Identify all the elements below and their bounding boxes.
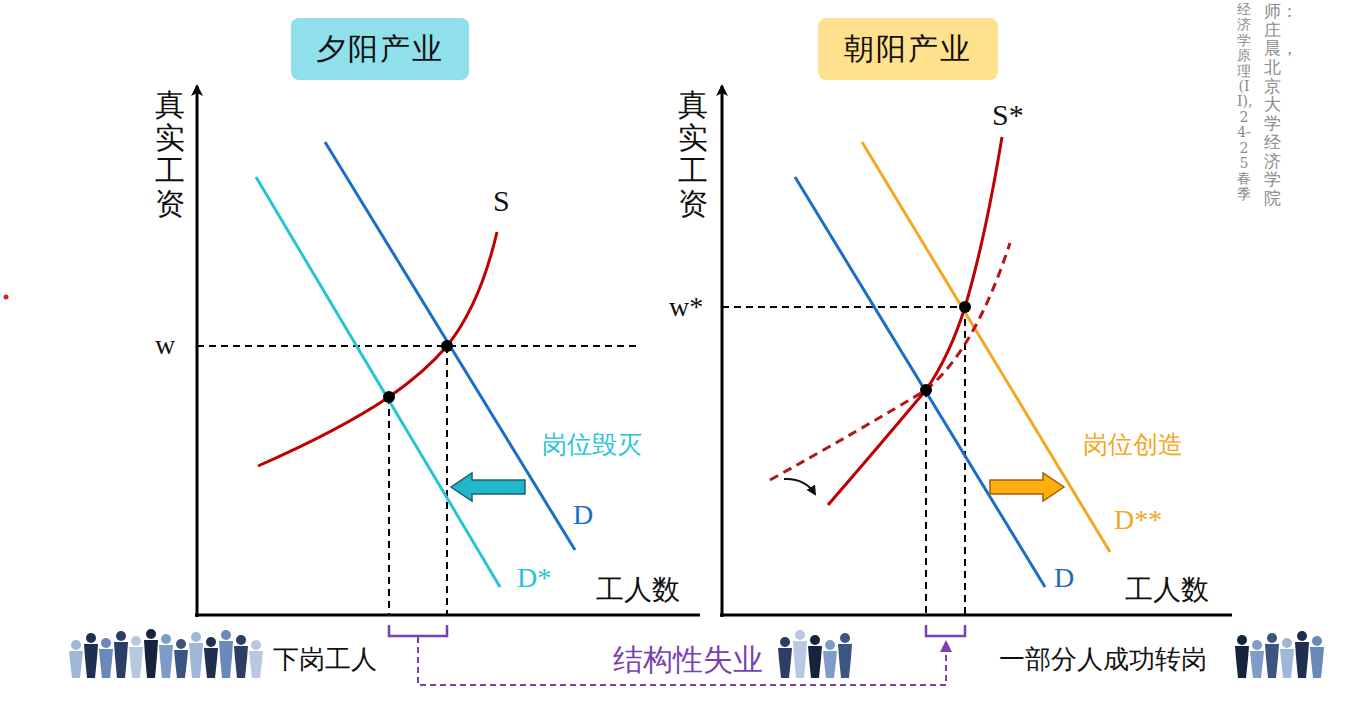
quantity-dashed-line bbox=[964, 307, 966, 615]
concept-label: 结构性失业 bbox=[609, 643, 767, 678]
person-body bbox=[1310, 647, 1324, 678]
person-body bbox=[204, 648, 218, 678]
person-body bbox=[838, 644, 852, 678]
demand-curve-shifted bbox=[862, 142, 1110, 552]
people-group bbox=[69, 629, 1324, 678]
person-body bbox=[778, 648, 792, 678]
person-head bbox=[840, 633, 850, 643]
person-body bbox=[69, 651, 83, 678]
person-head bbox=[101, 638, 111, 648]
person-body bbox=[249, 651, 263, 678]
supply-curve bbox=[828, 137, 1002, 505]
axis-label: 真实工资 bbox=[678, 88, 708, 220]
group-label: 一部分人成功转岗 bbox=[999, 645, 1207, 675]
quantity-dashed-line bbox=[388, 397, 390, 615]
red-dot bbox=[4, 295, 9, 300]
shift-arrow bbox=[451, 473, 525, 501]
person-head bbox=[131, 636, 141, 646]
equilibrium-dot bbox=[920, 384, 932, 396]
group-label: 下岗工人 bbox=[273, 645, 377, 675]
y-axis bbox=[721, 86, 724, 617]
person-head bbox=[1252, 640, 1262, 650]
person-body bbox=[174, 650, 188, 678]
quantity-dashed-line bbox=[925, 390, 927, 615]
bracket bbox=[926, 625, 965, 636]
person-body bbox=[144, 640, 158, 678]
person-head bbox=[146, 629, 156, 639]
person-body bbox=[99, 649, 113, 678]
person-body bbox=[823, 651, 837, 678]
shift-arrow-small bbox=[784, 479, 815, 494]
person-body bbox=[793, 641, 807, 678]
person-body bbox=[1295, 642, 1309, 678]
curve-label: D** bbox=[1114, 504, 1162, 536]
curve-label: D bbox=[573, 499, 593, 531]
title-text: 朝阳产业 bbox=[844, 29, 972, 70]
quantity-dashed-line bbox=[446, 346, 448, 615]
person-head bbox=[191, 632, 201, 642]
supply-curve bbox=[258, 232, 497, 466]
person-head bbox=[116, 631, 126, 641]
shift-label: 岗位创造 bbox=[1083, 431, 1183, 460]
person-body bbox=[84, 644, 98, 678]
shift-arrow bbox=[990, 473, 1064, 501]
bracket bbox=[389, 625, 447, 636]
person-body bbox=[1250, 651, 1264, 678]
person-head bbox=[780, 637, 790, 647]
person-head bbox=[1297, 631, 1307, 641]
title-box: 夕阳产业 bbox=[291, 18, 469, 80]
person-body bbox=[189, 643, 203, 678]
person-body bbox=[159, 645, 173, 678]
curve-label: S* bbox=[992, 98, 1024, 133]
person-body bbox=[1235, 646, 1249, 678]
equilibrium-dot bbox=[959, 301, 971, 313]
axis-label: 工人数 bbox=[1125, 574, 1209, 606]
person-head bbox=[71, 640, 81, 650]
watermark: 经济学原理 (II), 24-25春季 bbox=[1237, 2, 1251, 202]
person-body bbox=[234, 646, 248, 678]
person-head bbox=[161, 634, 171, 644]
wage-label: w bbox=[155, 329, 175, 361]
wage-label: w* bbox=[669, 291, 703, 323]
curve-label: D* bbox=[517, 562, 551, 594]
watermark: 师：庄晨，北京大学经济学院 bbox=[1264, 2, 1281, 208]
shift-label: 岗位毁灭 bbox=[542, 431, 642, 460]
person-body bbox=[114, 642, 128, 678]
wage-dashed-line bbox=[197, 345, 640, 347]
person-head bbox=[1267, 633, 1277, 643]
person-body bbox=[219, 641, 233, 678]
y-axis bbox=[196, 86, 199, 617]
equilibrium-dot bbox=[441, 340, 453, 352]
person-head bbox=[795, 630, 805, 640]
axis-label: 真实工资 bbox=[155, 88, 185, 220]
title-box: 朝阳产业 bbox=[818, 18, 998, 80]
person-head bbox=[206, 637, 216, 647]
person-head bbox=[176, 639, 186, 649]
curve-label: D bbox=[1054, 562, 1074, 594]
person-head bbox=[251, 640, 261, 650]
equilibrium-dot bbox=[383, 391, 395, 403]
title-text: 夕阳产业 bbox=[316, 29, 444, 70]
curve-label: S bbox=[493, 184, 510, 219]
x-axis bbox=[720, 614, 1232, 617]
person-head bbox=[86, 633, 96, 643]
person-body bbox=[1280, 649, 1294, 678]
person-head bbox=[825, 640, 835, 650]
person-head bbox=[221, 630, 231, 640]
person-head bbox=[810, 635, 820, 645]
demand-curve bbox=[325, 142, 575, 550]
person-head bbox=[1312, 636, 1322, 646]
person-body bbox=[808, 646, 822, 678]
demand-curve-shifted bbox=[256, 177, 500, 587]
person-head bbox=[1282, 638, 1292, 648]
person-body bbox=[1265, 644, 1279, 678]
transfer-arrow bbox=[418, 637, 946, 685]
person-body bbox=[129, 647, 143, 678]
person-head bbox=[1237, 635, 1247, 645]
wage-dashed-line bbox=[722, 306, 965, 308]
axis-label: 工人数 bbox=[596, 574, 680, 606]
person-head bbox=[236, 635, 246, 645]
